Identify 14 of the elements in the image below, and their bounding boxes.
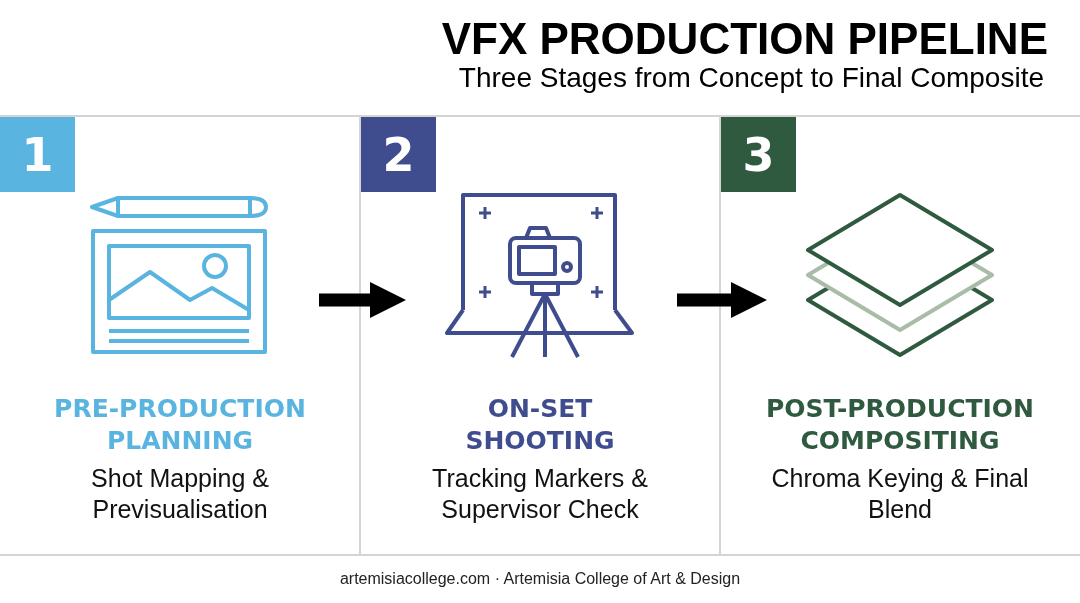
- stage-heading: PRE-PRODUCTION PLANNING: [53, 393, 307, 457]
- title: VFX PRODUCTION PIPELINE: [441, 14, 1048, 64]
- step-number: 2: [361, 117, 436, 192]
- step-number: 1: [0, 117, 75, 192]
- stage-heading: POST-PRODUCTION COMPOSITING: [764, 393, 1036, 457]
- subtitle: Three Stages from Concept to Final Composite: [458, 62, 1044, 94]
- footer-text: artemisiacollege.com · Artemisia College of Art & Design: [338, 570, 742, 588]
- stage-description: Chroma Keying & Final Blend: [770, 463, 1030, 525]
- step-number: 3: [721, 117, 796, 192]
- stage-description: Shot Mapping & Previsualisation: [90, 463, 270, 525]
- arrow: [319, 282, 406, 318]
- stage-description: Tracking Markers & Supervisor Check: [431, 463, 649, 525]
- arrow: [677, 282, 767, 318]
- stage-heading: ON-SET SHOOTING: [464, 393, 616, 457]
